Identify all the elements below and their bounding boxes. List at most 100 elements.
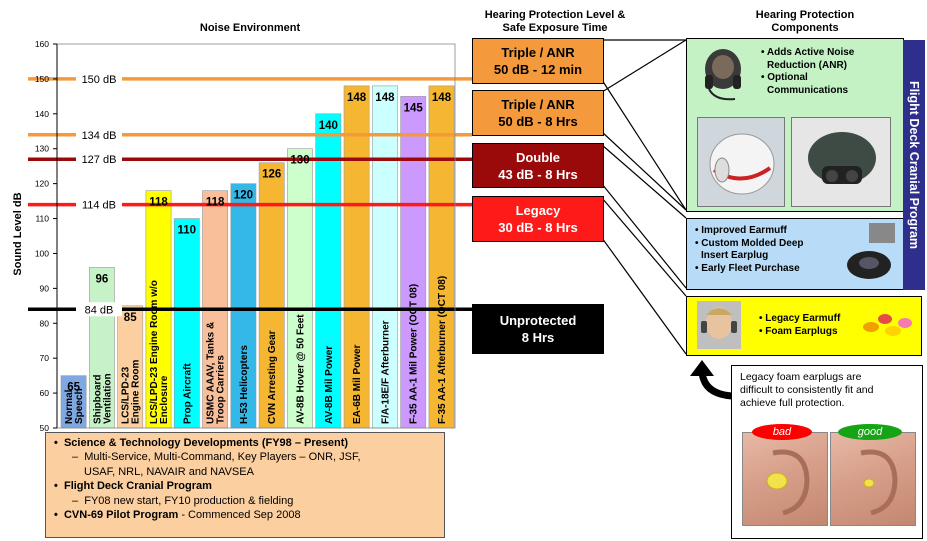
protection-level-box-4: Legacy 30 dB - 8 Hrs <box>472 196 604 242</box>
bars-group <box>60 85 455 429</box>
bar-category-label-10-1: AV-8B Mil Power <box>324 346 335 424</box>
reference-label-bg-114 <box>76 197 122 212</box>
bar-category-label-2-2: Ventilation <box>102 373 113 424</box>
note-item-1-sub-1-text: Multi-Service, Multi-Command, Key Player… <box>84 451 361 464</box>
protection-level-box-4-line2: 30 dB - 8 Hrs <box>498 220 578 235</box>
note-item-2: • Flight Deck Cranial Program <box>54 480 212 493</box>
protection-level-box-3-line1: Double <box>515 149 561 165</box>
bar-category-label-1-2: Speech <box>74 388 85 424</box>
bad-fit-ear-photo <box>742 432 828 526</box>
program-notes-box: • Science & Technology Developments (FY9… <box>45 432 445 538</box>
bar-value-label-7: 120 <box>234 190 253 202</box>
protection-level-box-5-line2: 8 Hrs <box>521 330 555 345</box>
bar-2 <box>89 267 115 429</box>
components-title: Hearing Protection Components <box>720 9 890 35</box>
protection-level-box-5: Unprotected 8 Hrs <box>472 304 604 354</box>
earplug-note-text: Legacy foam earplugs are difficult to co… <box>740 371 873 410</box>
anr-bullet-4: Communications <box>767 84 849 96</box>
bar-category-label-3-2: Engine Room <box>131 359 142 424</box>
bar-11 <box>343 85 370 429</box>
reference-label-114: 114 dB <box>82 200 116 212</box>
bar-value-label-13: 145 <box>404 102 424 114</box>
connector-line-4 <box>601 131 687 211</box>
reference-label-84: 84 dB <box>85 304 114 316</box>
note-item-3-rest: - Commenced Sep 2008 <box>178 509 301 522</box>
white-helmet-icon <box>709 133 775 195</box>
earplug-note-line1: Legacy foam earplugs are <box>740 371 862 383</box>
bar-category-label-6-2: Troop Carriers <box>216 355 227 424</box>
earmuff-bullet-1: • Improved Earmuff <box>695 225 787 236</box>
bar-category-label-9-1: AV-8B Hover @ 50 Feet <box>296 314 307 424</box>
earplug-note-line2: difficult to consistently fit and <box>740 384 874 396</box>
connector-line-5 <box>601 144 687 219</box>
bar-category-label-1-1: Normal <box>64 389 75 424</box>
bar-8 <box>258 162 285 429</box>
anr-bullet-1: • Adds Active Noise <box>761 47 855 58</box>
y-tick-label-70: 70 <box>40 353 50 363</box>
protection-level-box-2-line1: Triple / ANR <box>501 97 575 112</box>
anr-bullets: • Adds Active Noise Reduction (ANR) • Op… <box>761 47 854 97</box>
y-tick-label-110: 110 <box>35 214 49 224</box>
bar-9 <box>287 148 313 429</box>
protection-level-box-2-line2: 50 dB - 8 Hrs <box>498 114 578 129</box>
protection-level-title: Hearing Protection Level & Safe Exposure… <box>440 9 670 35</box>
protection-level-title-line2: Safe Exposure Time <box>502 22 608 34</box>
note-item-2-text: Flight Deck Cranial Program <box>63 480 212 493</box>
earmuff-icon <box>847 223 895 279</box>
components-title-line1: Hearing Protection <box>755 9 855 21</box>
note-item-1-text: Science & Technology Developments (FY98 … <box>63 437 349 449</box>
connector-line-2 <box>601 79 687 211</box>
reference-label-bg-84 <box>76 302 122 317</box>
y-tick-label-60: 60 <box>40 388 50 398</box>
bar-1 <box>60 375 87 429</box>
y-tick-label-50: 50 <box>40 423 50 433</box>
bar-value-label-3: 85 <box>124 312 137 324</box>
y-tick-label-120: 120 <box>35 179 49 189</box>
white-helmet-photo <box>697 117 785 207</box>
connector-line-6 <box>601 183 687 289</box>
earmuff-bullet-4: • Early Fleet Purchase <box>695 262 800 274</box>
connector-line-7 <box>601 197 687 297</box>
green-helmet-icon <box>808 132 876 184</box>
reference-lines-group: 150 dB 134 dB 127 dB 114 dB 84 dB <box>28 71 472 317</box>
note-item-2-sub-1-text: FY08 new start, FY10 production & fieldi… <box>84 494 294 507</box>
bar-category-label-11-1: EA-6B Mil Power <box>352 344 363 424</box>
connector-line-8 <box>601 237 687 355</box>
bar-10 <box>315 113 342 429</box>
earmuff-bullet-3: Insert Earplug <box>701 250 769 261</box>
reference-label-bg-150 <box>76 71 122 86</box>
bar-category-label-13-1: F-35 AA-1 Mil Power (OCT 08) <box>409 284 420 424</box>
y-tick-label-80: 80 <box>40 318 50 328</box>
protection-level-box-4-line1: Legacy <box>515 203 561 218</box>
side-label-text: Flight Deck Cranial Program <box>907 80 921 250</box>
bad-label-badge: bad <box>752 424 812 440</box>
bar-value-label-14: 148 <box>432 92 452 104</box>
bar-value-label-6: 118 <box>206 197 225 209</box>
anr-bullet-2: Reduction (ANR) <box>767 59 847 71</box>
earmuff-bullets: • Improved Earmuff • Custom Molded Deep … <box>695 225 804 275</box>
reference-label-134: 134 dB <box>82 130 117 142</box>
anr-headset-icon <box>705 49 741 101</box>
face-photo-icon <box>697 301 741 349</box>
reference-label-127: 127 dB <box>82 154 117 166</box>
note-item-1: • Science & Technology Developments (FY9… <box>54 437 349 449</box>
reference-label-150: 150 dB <box>82 74 117 86</box>
y-tick-label-90: 90 <box>40 283 50 293</box>
ear-good-icon <box>860 449 898 516</box>
bar-category-label-4-2: Enclosure <box>159 375 170 424</box>
y-tick-label-160: 160 <box>35 39 49 49</box>
note-item-1-sub-1: – Multi-Service, Multi-Command, Key Play… <box>72 451 361 464</box>
protection-level-title-line1: Hearing Protection Level & <box>484 9 626 21</box>
reference-label-bg-134 <box>76 127 122 142</box>
legacy-bullet-2: • Foam Earplugs <box>759 325 838 337</box>
protection-level-box-5-line1: Unprotected <box>499 313 577 328</box>
green-helmet-photo <box>791 117 891 207</box>
anr-component-panel: • Adds Active Noise Reduction (ANR) • Op… <box>686 38 904 212</box>
bar-category-label-8-1: CVN Arresting Gear <box>267 330 278 424</box>
bar-7 <box>230 183 257 429</box>
anr-bullet-3: • Optional <box>761 72 808 83</box>
bar-category-label-2-1: Shipboard <box>92 375 103 424</box>
